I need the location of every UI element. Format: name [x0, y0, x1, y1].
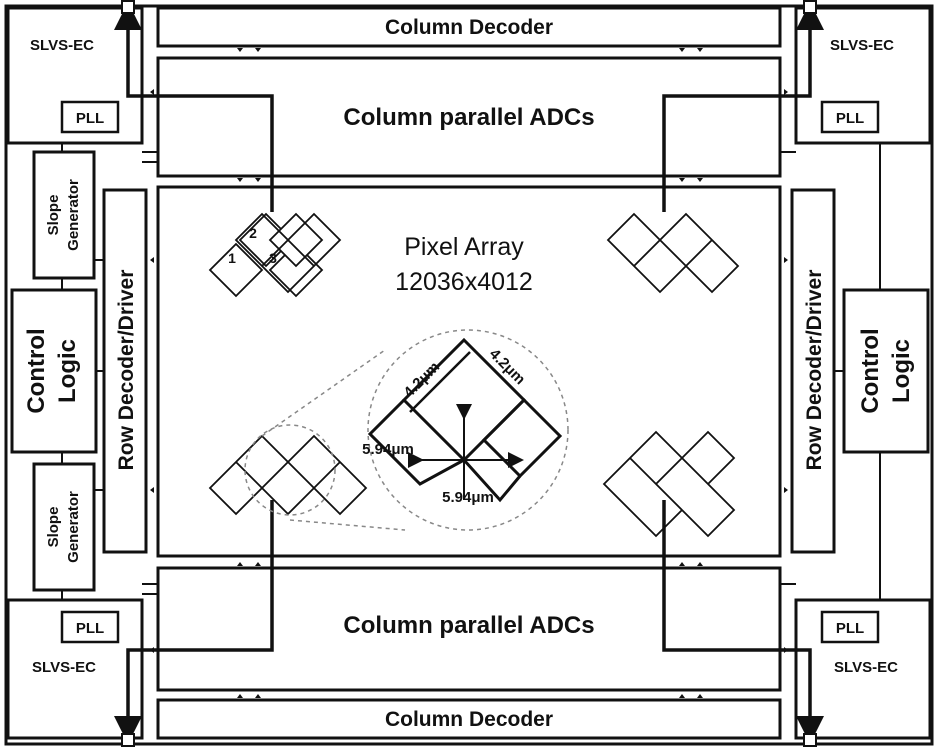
control-logic-right: Control Logic — [842, 288, 930, 454]
pixel-label-3: 3 — [269, 250, 277, 266]
output-pad-top-right — [803, 0, 817, 14]
output-pad-top-left — [121, 0, 135, 14]
column-adc-bottom: Column parallel ADCs — [156, 566, 782, 692]
slvs-ec-top-right-label: SLVS-EC — [830, 37, 894, 54]
magnified-pixel-inset: 4.2μm 4.2μm 5.94μm 5.94μm — [244, 329, 569, 531]
pll-top-left-label: PLL — [76, 110, 104, 127]
slvs-ec-bottom-right: PLL SLVS-EC — [794, 598, 932, 740]
pll-bottom-left-label: PLL — [76, 620, 104, 637]
pixel-array-size: 12036x4012 — [395, 268, 533, 296]
row-decoder-left-label: Row Decoder/Driver — [115, 270, 138, 471]
slvs-ec-bottom-left: PLL SLVS-EC — [6, 598, 144, 740]
control-logic-right-line1: Control — [857, 328, 884, 413]
pixel-diamond-grids — [208, 212, 740, 538]
slvs-ec-top-right: SLVS-EC PLL — [794, 6, 932, 145]
pixel-cluster-top-left: 1 2 3 — [208, 212, 324, 298]
row-decoder-left: Row Decoder/Driver — [102, 188, 148, 554]
slope-generator-bottom: Slope Generator — [32, 462, 96, 592]
slope-generator-bottom-line2: Generator — [65, 491, 82, 563]
control-logic-left: Control Logic — [10, 288, 98, 454]
slope-generator-bottom-line1: Slope — [45, 507, 62, 548]
column-decoder-top: Column Decoder — [156, 6, 782, 48]
slvs-ec-bottom-right-label: SLVS-EC — [834, 659, 898, 676]
data-output-wires — [114, 0, 824, 747]
control-logic-left-line1: Control — [23, 328, 50, 413]
pll-bottom-right-label: PLL — [836, 620, 864, 637]
pixel-array-title: Pixel Array — [404, 233, 524, 261]
dimension-pitch-vertical: 5.94μm — [442, 489, 494, 506]
slvs-ec-top-left-label: SLVS-EC — [30, 37, 94, 54]
column-decoder-bottom: Column Decoder — [156, 698, 782, 740]
column-adc-bottom-label: Column parallel ADCs — [343, 612, 594, 639]
slvs-ec-bottom-left-label: SLVS-EC — [32, 659, 96, 676]
interconnect-lines — [61, 48, 881, 698]
pixel-label-1: 1 — [228, 250, 236, 266]
control-logic-right-line2: Logic — [888, 339, 915, 403]
chip-outline — [4, 4, 934, 746]
column-adc-top-label: Column parallel ADCs — [343, 104, 594, 131]
row-decoder-right-label: Row Decoder/Driver — [803, 270, 826, 471]
control-logic-left-line2: Logic — [54, 339, 81, 403]
output-pad-bottom-left — [121, 733, 135, 747]
slope-generator-top-line2: Generator — [65, 179, 82, 251]
slope-generator-top-line1: Slope — [45, 195, 62, 236]
slope-generator-top: Slope Generator — [32, 150, 96, 280]
column-decoder-bottom-label: Column Decoder — [385, 708, 553, 731]
output-pad-bottom-right — [803, 733, 817, 747]
dimension-pitch-horizontal: 5.94μm — [362, 441, 414, 458]
column-decoder-top-label: Column Decoder — [385, 16, 553, 39]
row-decoder-right: Row Decoder/Driver — [790, 188, 836, 554]
pll-top-right-label: PLL — [836, 110, 864, 127]
pixel-label-2: 2 — [249, 225, 257, 241]
slvs-ec-top-left: SLVS-EC PLL — [6, 6, 144, 145]
column-adc-top: Column parallel ADCs — [156, 56, 782, 178]
